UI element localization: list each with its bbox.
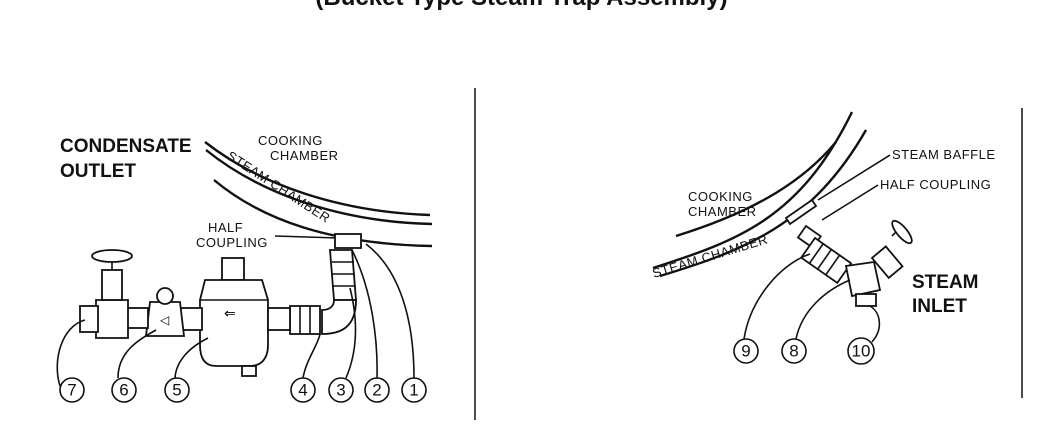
right-cooking-chamber-label-2: CHAMBER (688, 204, 757, 219)
svg-text:1: 1 (409, 381, 418, 400)
svg-text:6: 6 (119, 381, 128, 400)
cooking-chamber-wall (204, 141, 431, 217)
right-nipple (799, 236, 853, 285)
callout-1: 1 (365, 243, 427, 403)
right-valve-bonnet (870, 245, 904, 280)
right-steam-chamber-wall (675, 141, 837, 238)
steam-baffle-part (784, 198, 818, 226)
callout-6: 6 (111, 329, 157, 403)
callout-2: 2 (351, 249, 390, 403)
cooking-chamber-label-2: CHAMBER (270, 148, 339, 163)
half-coupling-label-2: COUPLING (196, 235, 268, 250)
steam-inlet-label-2: INLET (912, 296, 967, 317)
vertical-nipple (329, 249, 357, 301)
gate-valve-handwheel (91, 249, 133, 263)
right-valve-handwheel (891, 219, 913, 245)
steam-inlet-label: STEAM (912, 272, 979, 293)
trap-drain-plug (241, 365, 257, 377)
svg-text:7: 7 (67, 381, 76, 400)
right-steam-chamber-label: STEAM CHAMBER (650, 231, 769, 280)
svg-text:8: 8 (789, 342, 798, 361)
trap-flow-arrow: ⇐ (224, 306, 236, 322)
svg-text:3: 3 (336, 381, 345, 400)
svg-text:9: 9 (741, 342, 750, 361)
svg-text:5: 5 (172, 381, 181, 400)
right-cooking-chamber-label: COOKING (688, 189, 753, 204)
gate-valve-bonnet (101, 269, 123, 301)
callout-10: 10 (847, 305, 881, 365)
steam-chamber-wall-outer (213, 179, 433, 248)
right-chamber-wall-inner (659, 129, 868, 278)
callout-5: 5 (164, 337, 209, 403)
half-coupling-part (334, 233, 362, 249)
condensate-outlet-label: CONDENSATE (60, 136, 192, 157)
gate-valve-body (95, 299, 129, 339)
steam-chamber-wall (205, 149, 433, 226)
condensate-outlet-label-2: OUTLET (60, 161, 136, 182)
svg-text:2: 2 (372, 381, 381, 400)
callout-9: 9 (733, 253, 811, 364)
trap-cap (221, 257, 245, 281)
callout-3: 3 (328, 287, 357, 403)
trap-body (199, 279, 269, 367)
svg-text:4: 4 (298, 381, 307, 400)
trap-inlet-nipple (267, 307, 291, 331)
elbow (321, 299, 357, 335)
steam-baffle-leader (817, 154, 891, 201)
callout-4: 4 (290, 333, 321, 403)
gate-valve-outlet (79, 305, 99, 333)
callout-8: 8 (781, 279, 851, 364)
right-half-coupling-label: HALF COUPLING (880, 177, 991, 192)
half-coupling-label: HALF (208, 220, 243, 235)
page-title: (Bucket Type Steam Trap Assembly) (0, 0, 1043, 12)
check-valve-nipple (125, 307, 149, 329)
half-coupling-leader (274, 235, 339, 239)
steam-baffle-label: STEAM BAFFLE (892, 147, 996, 162)
right-half-coupling-leader (821, 184, 879, 221)
svg-text:10: 10 (852, 342, 871, 361)
right-valve-inlet (855, 293, 877, 307)
right-valve-body (844, 260, 882, 298)
svg-text:◁: ◁ (159, 313, 169, 327)
cooking-chamber-label: COOKING (258, 133, 323, 148)
callout-7: 7 (56, 319, 86, 403)
union-part (289, 305, 321, 335)
